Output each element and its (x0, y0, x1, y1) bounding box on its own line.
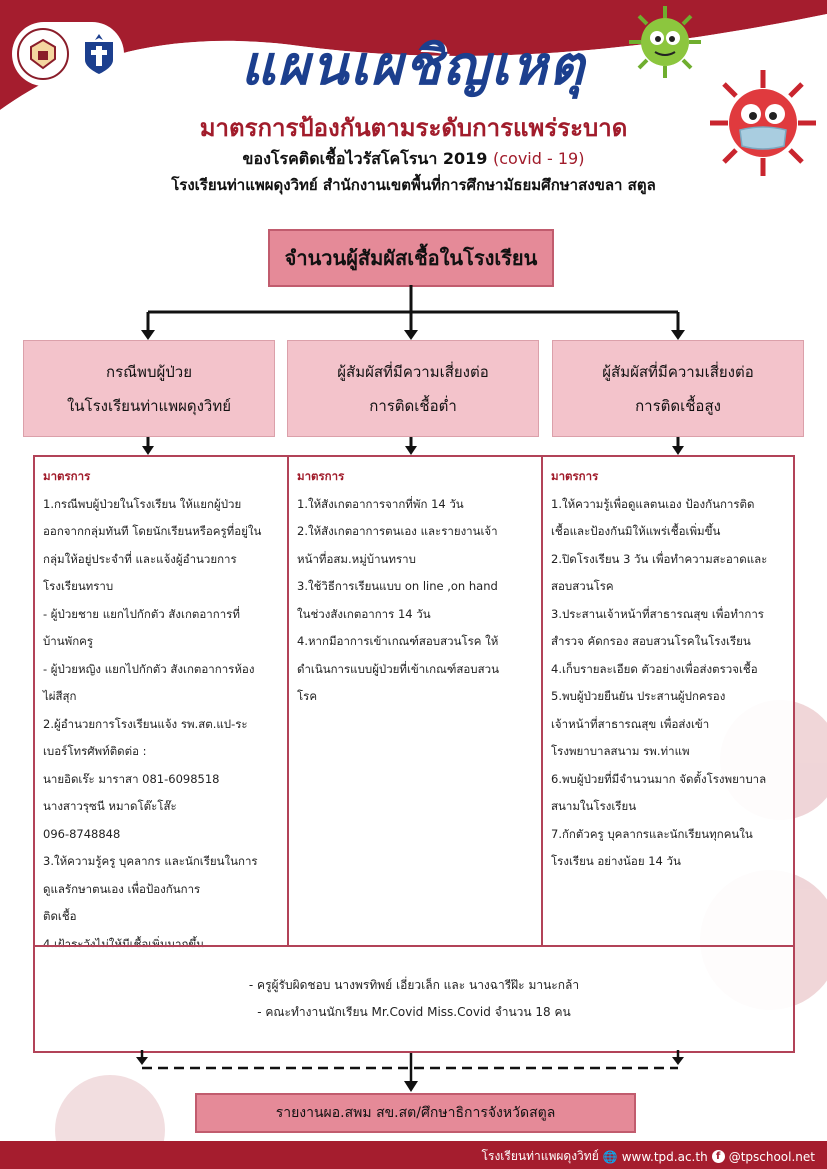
footer-website: www.tpd.ac.th (622, 1150, 708, 1164)
measure-line: 6.พบผู้ป่วยที่มีจำนวนมาก จัดตั้งโรงพยาบา… (551, 766, 787, 794)
measure-line: 7.กักตัวครู บุคลากรและนักเรียนทุกคนใน (551, 821, 787, 849)
footer-contact: โรงเรียนท่าแพผดุงวิทย์ 🌐 www.tpd.ac.th f… (482, 1147, 815, 1166)
measure-line: โรงเรียนทราบ (43, 573, 279, 601)
measure-line: 2.ปิดโรงเรียน 3 วัน เพื่อทำความสะอาดและ (551, 546, 787, 574)
measure-line: ดูแลรักษาตนเอง เพื่อป้องกันการ (43, 876, 279, 904)
measure-line: 1.กรณีพบผู้ป่วยในโรงเรียน ให้แยกผู้ป่วย (43, 491, 279, 519)
measure-line: ไผ่สีสุก (43, 683, 279, 711)
measure-line: 3.ใช้วิธีการเรียนแบบ on line ,on hand (297, 573, 533, 601)
case-box-low-risk: ผู้สัมผัสที่มีความเสี่ยงต่อ การติดเชื้อต… (287, 340, 539, 437)
disease-line: ของโรคติดเชื้อไวรัสโคโรนา 2019 (covid - … (0, 147, 827, 172)
case-box-line: กรณีพบผู้ป่วย (106, 355, 192, 389)
case-box-line: ในโรงเรียนท่าแพผดุงวิทย์ (67, 389, 231, 423)
bottom-connector-lines (0, 1050, 827, 1095)
measure-line: โรงเรียน อย่างน้อย 14 วัน (551, 848, 787, 876)
measure-line: 3.ประสานเจ้าหน้าที่สาธารณสุข เพื่อทำการ (551, 601, 787, 629)
measures-column-patient: มาตรการ 1.กรณีพบผู้ป่วยในโรงเรียน ให้แยก… (35, 457, 287, 945)
measures-heading: มาตรการ (297, 463, 533, 491)
responsible-panel: - ครูผู้รับผิดชอบ นางพรทิพย์ เอี่ยวเล็ก … (33, 945, 795, 1053)
measure-line: 1.ให้สังเกตอาการจากที่พัก 14 วัน (297, 491, 533, 519)
measure-line: ติดเชื้อ (43, 903, 279, 931)
measure-line: 3.ให้ความรู้ครู บุคลากร และนักเรียนในการ (43, 848, 279, 876)
case-box-line: ผู้สัมผัสที่มีความเสี่ยงต่อ (602, 355, 753, 389)
responsible-teachers: - ครูผู้รับผิดชอบ นางพรทิพย์ เอี่ยวเล็ก … (35, 972, 793, 999)
measure-line: สนามในโรงเรียน (551, 793, 787, 821)
measure-line: 2.ผู้อำนวยการโรงเรียนแจ้ง รพ.สต.แป-ระ (43, 711, 279, 739)
measure-line: 4.เก็บรายละเอียด ตัวอย่างเพื่อส่งตรวจเชื… (551, 656, 787, 684)
disease-name: ของโรคติดเชื้อไวรัสโคโรนา 2019 (243, 149, 488, 168)
measure-line: 2.ให้สังเกตอาการตนเอง และรายงานเจ้า (297, 518, 533, 546)
measure-line: ในช่วงสังเกตอาการ 14 วัน (297, 601, 533, 629)
top-connector-lines (0, 285, 827, 345)
measure-line: โรงพยาบาลสนาม รพ.ท่าแพ (551, 738, 787, 766)
measure-line: หน้าที่อสม.หมู่บ้านทราบ (297, 546, 533, 574)
measures-column-high-risk: มาตรการ 1.ให้ความรู้เพื่อดูแลตนเอง ป้องก… (543, 457, 795, 945)
globe-icon: 🌐 (603, 1150, 618, 1164)
measure-line: กลุ่มให้อยู่ประจำที่ และแจ้งผู้อำนวยการ (43, 546, 279, 574)
measure-line: ออกจากกลุ่มทันที โดยนักเรียนหรือครูที่อย… (43, 518, 279, 546)
case-box-patient: กรณีพบผู้ป่วย ในโรงเรียนท่าแพผดุงวิทย์ (23, 340, 275, 437)
measure-line: 096-8748848 (43, 821, 279, 849)
page-subtitle: มาตรการป้องกันตามระดับการแพร่ระบาด (0, 108, 827, 147)
measure-line: เบอร์โทรศัพท์ติดต่อ : (43, 738, 279, 766)
measure-line: เจ้าหน้าที่สาธารณสุข เพื่อส่งเข้า (551, 711, 787, 739)
measure-line: 1.ให้ความรู้เพื่อดูแลตนเอง ป้องกันการติด (551, 491, 787, 519)
case-box-line: การติดเชื้อสูง (635, 389, 721, 423)
measure-line: เชื้อและป้องกันมิให้แพร่เชื้อเพิ่มขึ้น (551, 518, 787, 546)
measures-heading: มาตรการ (551, 463, 787, 491)
measure-line: โรค (297, 683, 533, 711)
measure-line: นางสาวรุซนี หมาดโต๊ะโส๊ะ (43, 793, 279, 821)
measure-line: 4.หากมีอาการเข้าเกณฑ์สอบสวนโรค ให้ (297, 628, 533, 656)
responsible-students: - คณะทำงานนักเรียน Mr.Covid Miss.Covid จ… (35, 999, 793, 1026)
case-box-high-risk: ผู้สัมผัสที่มีความเสี่ยงต่อ การติดเชื้อส… (552, 340, 804, 437)
measure-line: นายอิดเร๊ะ มาราสา 081-6098518 (43, 766, 279, 794)
school-office-line: โรงเรียนท่าแพผดุงวิทย์ สำนักงานเขตพื้นที… (0, 173, 827, 197)
case-arrows (0, 437, 827, 457)
measures-panel: มาตรการ 1.กรณีพบผู้ป่วยในโรงเรียน ให้แยก… (33, 455, 795, 947)
measure-line: - ผู้ป่วยหญิง แยกไปกักตัว สังเกตอาการห้อ… (43, 656, 279, 684)
measure-line: ดำเนินการแบบผู้ป่วยที่เข้าเกณฑ์สอบสวน (297, 656, 533, 684)
case-box-line: ผู้สัมผัสที่มีความเสี่ยงต่อ (337, 355, 488, 389)
measure-line: สอบสวนโรค (551, 573, 787, 601)
footer-facebook: @tpschool.net (729, 1150, 815, 1164)
contacts-in-school-box: จำนวนผู้สัมผัสเชื้อในโรงเรียน (268, 229, 554, 287)
footer-bar: โรงเรียนท่าแพผดุงวิทย์ 🌐 www.tpd.ac.th f… (0, 1141, 827, 1169)
page-title: แผนเผชิญเหตุ (0, 22, 827, 108)
covid-label: (covid - 19) (493, 149, 584, 168)
measures-column-low-risk: มาตรการ 1.ให้สังเกตอาการจากที่พัก 14 วัน… (289, 457, 541, 945)
measure-line: 5.พบผู้ป่วยยืนยัน ประสานผู้ปกครอง (551, 683, 787, 711)
measure-line: สำรวจ คัดกรอง สอบสวนโรคในโรงเรียน (551, 628, 787, 656)
measure-line: บ้านพักครู (43, 628, 279, 656)
report-box: รายงานผอ.สพม สข.สต/ศึกษาธิการจังหวัดสตูล (195, 1093, 636, 1133)
case-box-line: การติดเชื้อต่ำ (369, 389, 457, 423)
facebook-icon: f (712, 1150, 725, 1163)
footer-school-name: โรงเรียนท่าแพผดุงวิทย์ (482, 1147, 599, 1166)
measures-heading: มาตรการ (43, 463, 279, 491)
measure-line: - ผู้ป่วยชาย แยกไปกักตัว สังเกตอาการที่ (43, 601, 279, 629)
